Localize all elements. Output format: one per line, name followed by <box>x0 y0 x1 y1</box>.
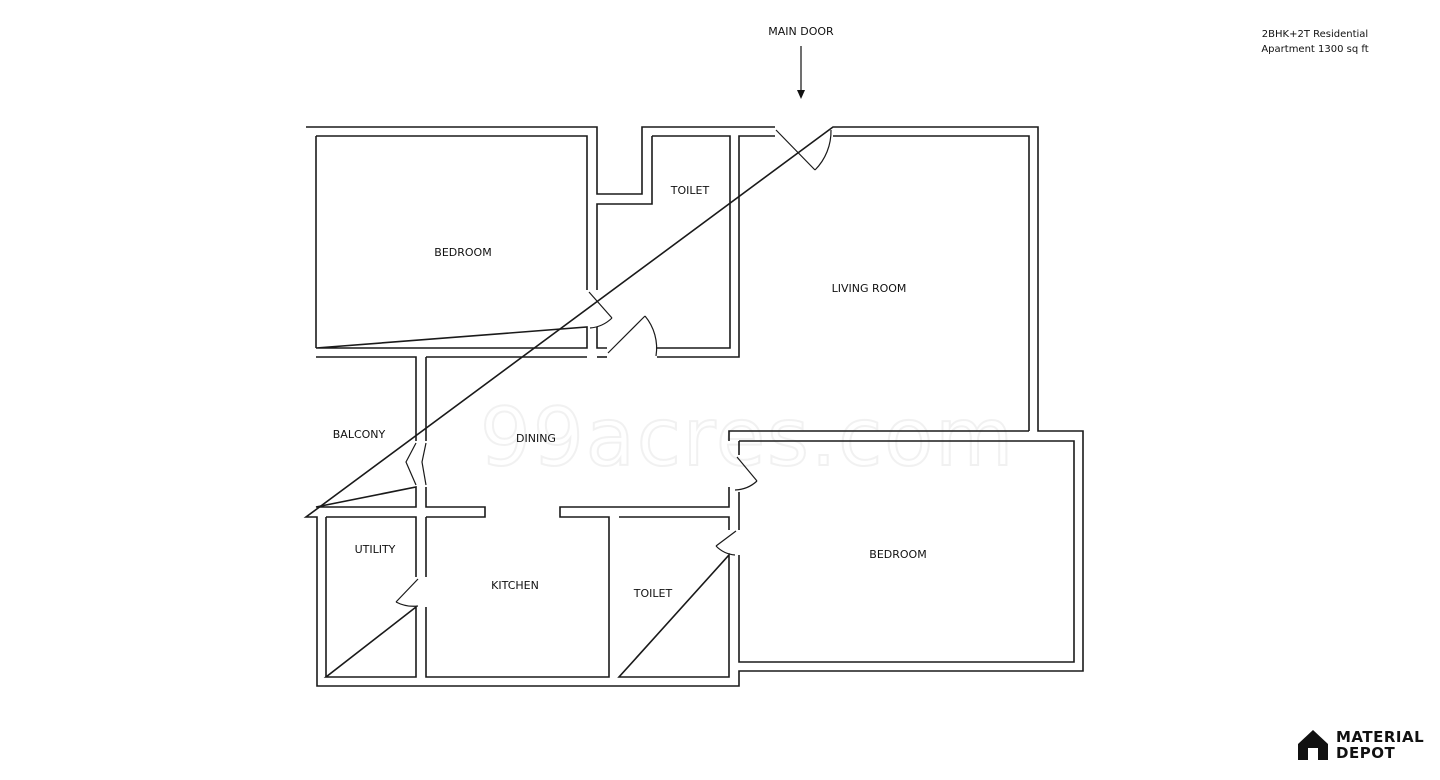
room-label-living-room: LIVING ROOM <box>832 282 907 295</box>
brand-line-2: DEPOT <box>1336 744 1396 762</box>
door-balcony-icon <box>405 442 427 486</box>
door-utility-icon <box>395 578 419 607</box>
door-main-icon <box>775 129 832 171</box>
door-toilet-top-icon <box>607 315 658 357</box>
room-label-bedroom-top: BEDROOM <box>434 246 491 259</box>
house-logo-icon <box>1298 730 1328 760</box>
door-bedroom-bottom-icon <box>734 456 758 491</box>
plan-title-line-2: Apartment 1300 sq ft <box>1261 44 1369 55</box>
room-label-kitchen: KITCHEN <box>491 579 539 592</box>
room-label-bedroom-bottom: BEDROOM <box>869 548 926 561</box>
door-toilet-bottom-icon <box>715 530 737 556</box>
main-door-label: MAIN DOOR <box>768 25 834 38</box>
plan-title: 2BHK+2T Residential Apartment 1300 sq ft <box>1250 27 1380 57</box>
plan-title-line-1: 2BHK+2T Residential <box>1261 29 1369 40</box>
bedroom-bottom-walls <box>728 430 1075 663</box>
room-label-toilet-top: TOILET <box>670 184 710 197</box>
balcony-walls <box>315 356 587 518</box>
main-door-arrow-icon <box>797 46 805 99</box>
brand-logo: MATERIAL DEPOT <box>1296 728 1424 762</box>
outer-walls <box>303 126 1084 687</box>
room-label-balcony: BALCONY <box>333 428 386 441</box>
bedroom-top-walls <box>315 135 588 349</box>
room-label-toilet-bottom: TOILET <box>633 587 673 600</box>
toilet-bottom-walls <box>617 516 730 678</box>
toilet-top-walls <box>596 135 775 358</box>
utility-walls <box>323 516 417 678</box>
brand-line-1: MATERIAL <box>1336 728 1425 746</box>
kitchen-walls <box>425 487 730 678</box>
room-label-dining: DINING <box>516 432 556 445</box>
door-bedroom-top-icon <box>588 291 613 329</box>
room-label-utility: UTILITY <box>355 543 396 556</box>
